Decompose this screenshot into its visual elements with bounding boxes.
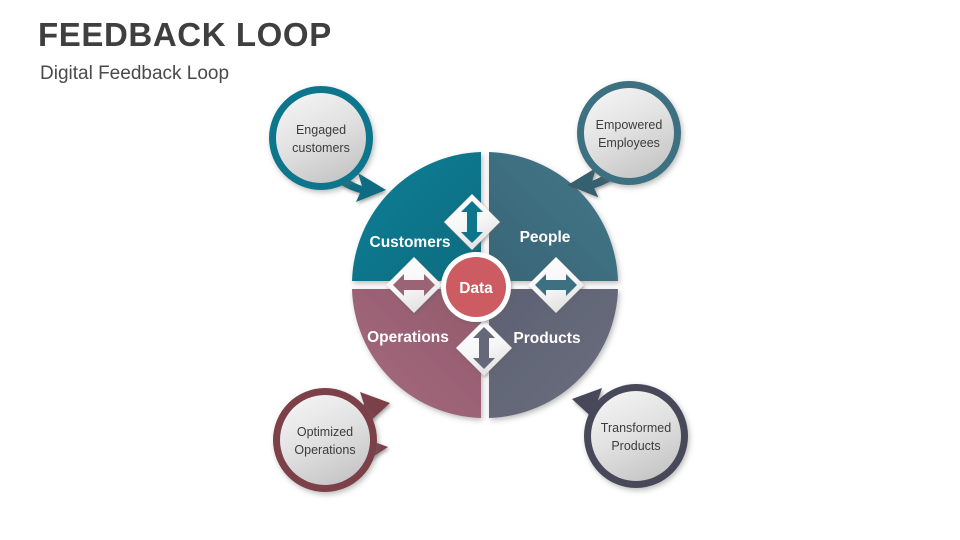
quadrant-people[interactable]: [489, 152, 618, 281]
connector-right[interactable]: [528, 257, 584, 313]
quadrant-label-customers: Customers: [370, 234, 451, 251]
quadrant-customers[interactable]: [352, 152, 481, 281]
connector-left[interactable]: [386, 257, 442, 313]
satellite-label-optimized-operations-line1: Optimized: [297, 425, 353, 439]
connector-top[interactable]: [444, 194, 500, 250]
satellite-label-engaged-customers-line2: customers: [292, 141, 350, 155]
quadrant-label-people: People: [520, 229, 571, 246]
quadrant-label-products: Products: [513, 330, 580, 347]
satellite-label-transformed-products-line1: Transformed: [601, 421, 671, 435]
core-label: Data: [459, 280, 493, 297]
connector-bottom[interactable]: [456, 320, 512, 376]
satellite-label-empowered-employees-line2: Employees: [598, 136, 660, 150]
satellite-transformed-products[interactable]: [572, 384, 688, 488]
title-block: FEEDBACK LOOP Digital Feedback Loop: [38, 16, 738, 86]
page-title: FEEDBACK LOOP: [38, 16, 332, 53]
satellite-optimized-operations[interactable]: [273, 388, 390, 492]
satellite-label-empowered-employees-line1: Empowered: [596, 118, 663, 132]
quadrant-operations[interactable]: [352, 289, 481, 418]
satellite-label-transformed-products-line2: Products: [611, 439, 660, 453]
quadrant-products[interactable]: [489, 289, 618, 418]
satellite-empowered-employees[interactable]: [568, 81, 681, 197]
quadrant-label-operations: Operations: [367, 329, 449, 346]
core-node[interactable]: [441, 252, 511, 322]
satellite-label-optimized-operations-line2: Operations: [294, 443, 355, 457]
satellite-label-engaged-customers-line1: Engaged: [296, 123, 346, 137]
quadrant-wedges: [352, 152, 618, 418]
page-subtitle: Digital Feedback Loop: [40, 62, 230, 84]
satellite-engaged-customers[interactable]: [269, 86, 386, 202]
